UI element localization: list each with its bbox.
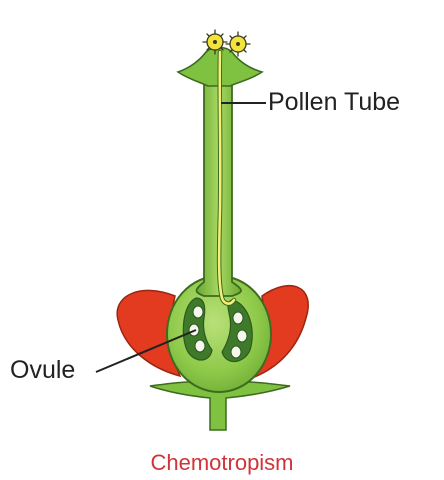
ovule (193, 306, 203, 318)
pollen-tube-label: Pollen Tube (268, 90, 400, 115)
ovule (233, 312, 243, 324)
pollen-grain (226, 32, 250, 56)
ovule (237, 330, 247, 342)
caption: Chemotropism (0, 452, 444, 474)
ovule (231, 346, 241, 358)
ovule (195, 340, 205, 352)
ovule-label: Ovule (10, 358, 75, 383)
pollen-grain (203, 30, 227, 54)
